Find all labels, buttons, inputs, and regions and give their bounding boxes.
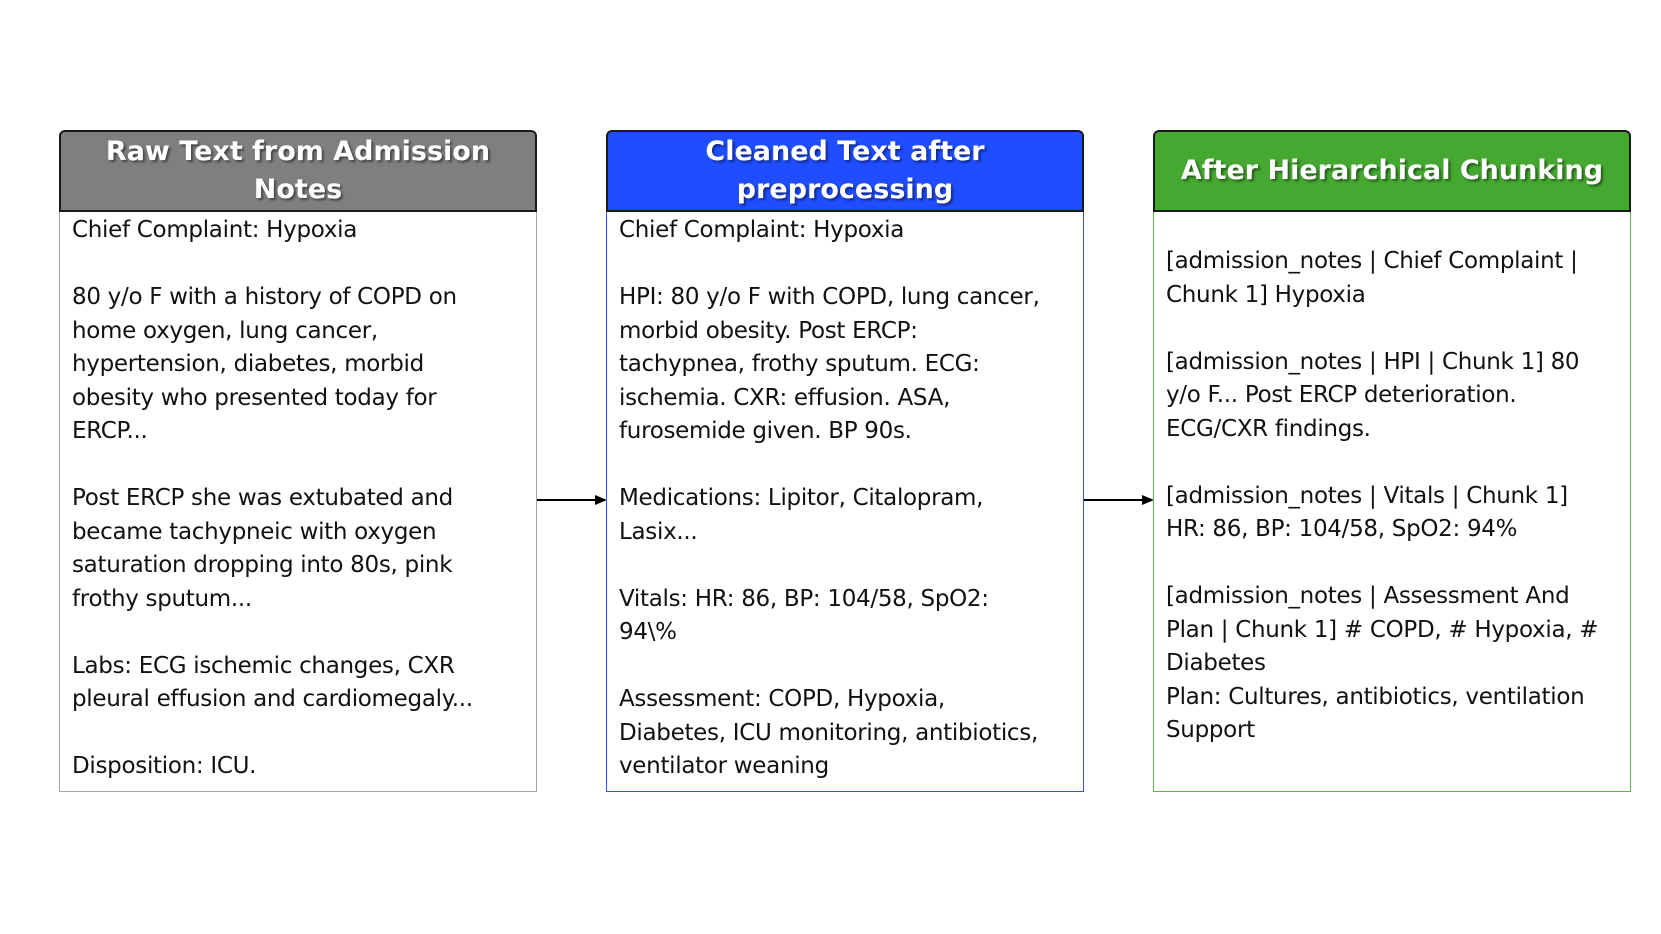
clean-paragraph-hpi: HPI: 80 y/o F with COPD, lung cancer, mo…: [619, 284, 1040, 444]
raw-paragraph-history: 80 y/o F with a history of COPD on home …: [72, 284, 457, 444]
panel-raw-text-header: Raw Text from Admission Notes: [59, 130, 537, 212]
arrow-head: [595, 495, 607, 505]
panel-cleaned-text-body: Chief Complaint: Hypoxia HPI: 80 y/o F w…: [606, 212, 1084, 792]
clean-paragraph-chief-complaint: Chief Complaint: Hypoxia: [619, 217, 905, 243]
arrow-right-icon: [1084, 495, 1154, 505]
arrow-head: [1142, 495, 1154, 505]
raw-paragraph-disposition: Disposition: ICU.: [72, 753, 257, 779]
raw-paragraph-post-ercp: Post ERCP she was extubated and became t…: [72, 485, 453, 612]
panel-raw-text-body: Chief Complaint: Hypoxia 80 y/o F with a…: [59, 212, 537, 792]
chunk-paragraph-vitals: [admission_notes | Vitals | Chunk 1] HR:…: [1166, 482, 1568, 543]
panel-chunked-text-header: After Hierarchical Chunking: [1153, 130, 1631, 212]
clean-paragraph-assessment: Assessment: COPD, Hypoxia, Diabetes, ICU…: [619, 686, 1038, 779]
clean-paragraph-vitals: Vitals: HR: 86, BP: 104/58, SpO2: 94\%: [619, 585, 989, 646]
clean-paragraph-medications: Medications: Lipitor, Citalopram, Lasix.…: [619, 485, 984, 545]
chunk-paragraph-chief-complaint: [admission_notes | Chief Complaint | Chu…: [1166, 248, 1578, 308]
panel-cleaned-text-header: Cleaned Text after preprocessing: [606, 130, 1084, 212]
raw-paragraph-labs: Labs: ECG ischemic changes, CXR pleural …: [72, 652, 473, 713]
chunk-paragraph-hpi: [admission_notes | HPI | Chunk 1] 80 y/o…: [1166, 348, 1580, 442]
raw-paragraph-chief-complaint: Chief Complaint: Hypoxia: [72, 217, 358, 243]
panel-cleaned-text: Cleaned Text after preprocessing Chief C…: [606, 130, 1084, 792]
chunk-paragraph-assessment-plan: [admission_notes | Assessment And Plan |…: [1166, 583, 1599, 743]
arrow-right-icon: [537, 495, 607, 505]
panel-chunked-text: After Hierarchical Chunking [admission_n…: [1153, 130, 1631, 792]
panel-chunked-text-body: [admission_notes | Chief Complaint | Chu…: [1153, 212, 1631, 792]
panel-raw-text: Raw Text from Admission Notes Chief Comp…: [59, 130, 537, 792]
